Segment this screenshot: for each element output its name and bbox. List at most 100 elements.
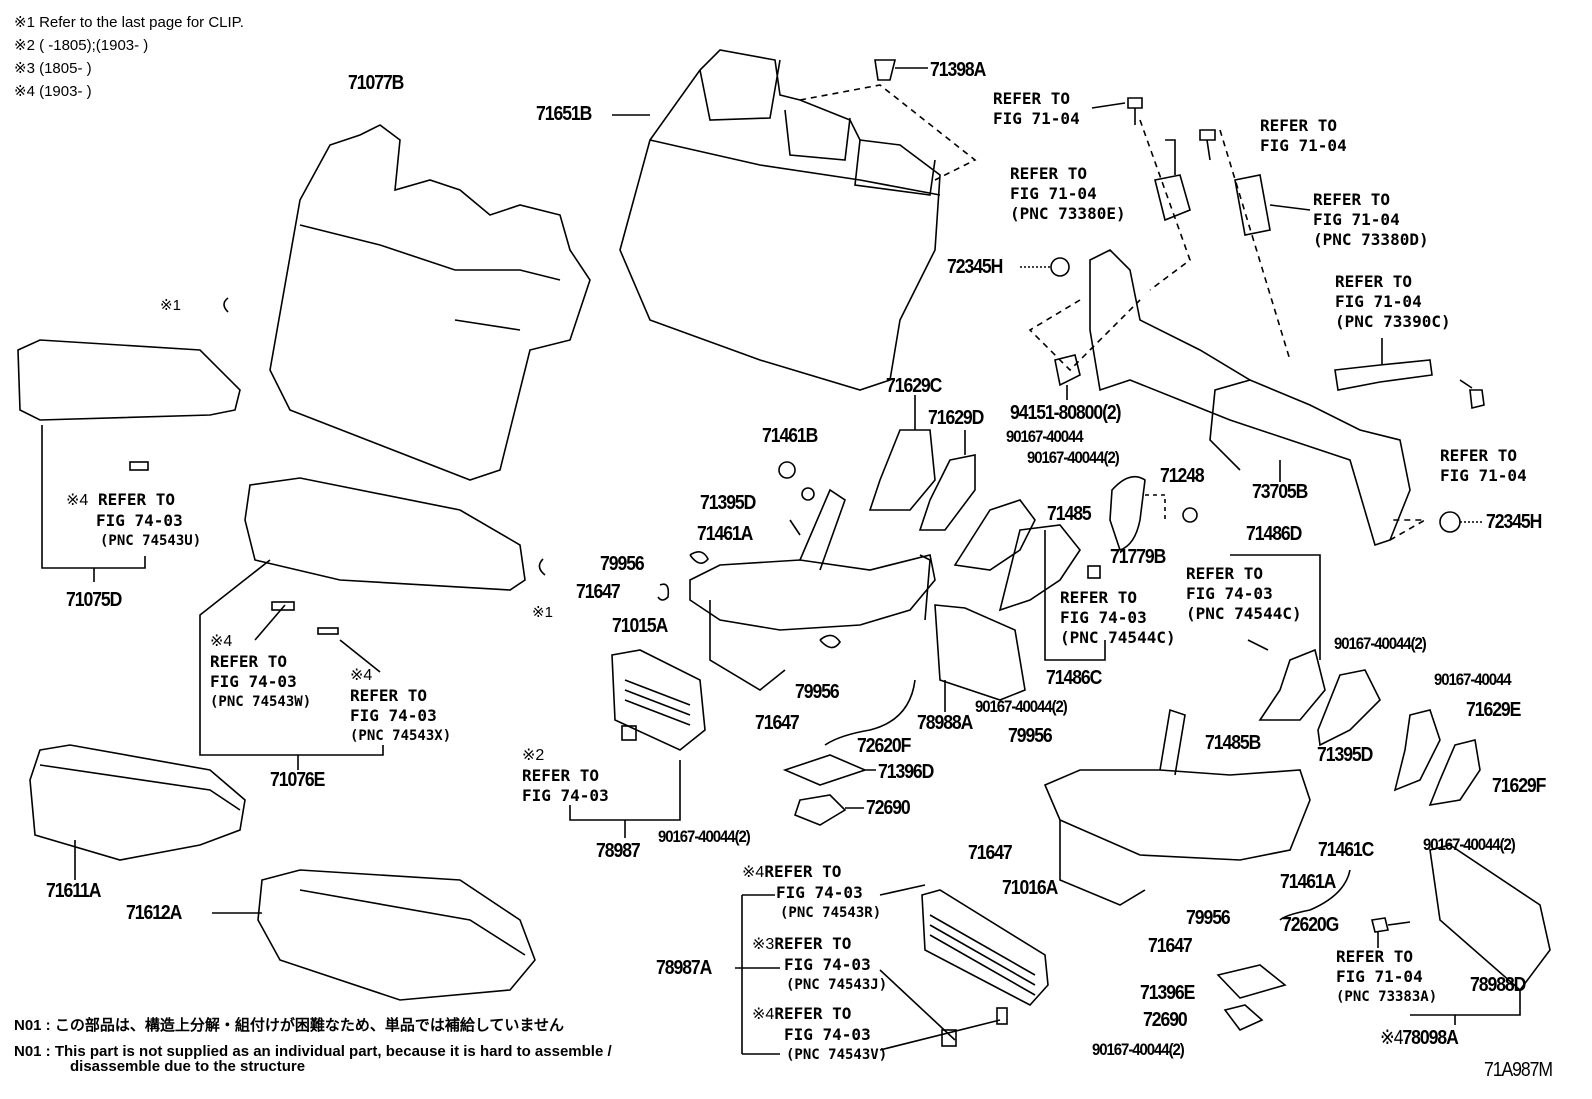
part-label[interactable]: 71461C bbox=[1318, 839, 1374, 861]
frame-73705B bbox=[1028, 119, 1429, 547]
part-label[interactable]: 71461A bbox=[697, 523, 753, 545]
clip-icon bbox=[223, 297, 229, 313]
clip-mark: ※1 bbox=[532, 604, 553, 621]
part-label[interactable]: 71647 bbox=[755, 712, 800, 734]
part-label[interactable]: 71016A bbox=[1002, 877, 1058, 899]
part-label[interactable]: 72620F bbox=[857, 735, 911, 757]
part-label[interactable]: 71395D bbox=[700, 492, 756, 514]
part-label[interactable]: 72345H bbox=[947, 256, 1003, 278]
part-label[interactable]: 71647 bbox=[968, 842, 1013, 864]
part-label[interactable]: 71629E bbox=[1466, 699, 1521, 721]
cable-72620F bbox=[824, 679, 916, 746]
part-label[interactable]: 90167-40044(2) bbox=[658, 827, 751, 846]
part-label[interactable]: 78987A bbox=[656, 957, 712, 979]
part-label[interactable]: 71461B bbox=[762, 425, 818, 447]
part-label[interactable]: 72620G bbox=[1282, 914, 1339, 936]
part-label[interactable]: 79956 bbox=[795, 681, 840, 703]
part-label[interactable]: 78987 bbox=[596, 840, 641, 862]
part-label[interactable]: 90167-40044(2) bbox=[1334, 634, 1427, 653]
part-label[interactable]: 71396D bbox=[878, 761, 934, 783]
part-label[interactable]: 71651B bbox=[536, 103, 592, 125]
part-label[interactable]: 90167-40044(2) bbox=[975, 697, 1068, 716]
cover-78988D bbox=[1429, 844, 1551, 1005]
part-label[interactable]: 71076E bbox=[270, 769, 325, 791]
footnote-en-1: N01 : This part is not supplied as an in… bbox=[14, 1043, 612, 1060]
hinge-71629E bbox=[1393, 709, 1441, 792]
footnote-jp: N01 : この部品は、構造上分解・組付けが困難なため、単品では補給していません bbox=[14, 1017, 564, 1034]
part-label[interactable]: 71398A bbox=[930, 59, 986, 81]
mat-71396E bbox=[1216, 964, 1287, 999]
part-label[interactable]: 78988D bbox=[1470, 974, 1526, 996]
part-label[interactable]: 90167-40044 bbox=[1006, 427, 1084, 446]
part-label[interactable]: 71461A bbox=[1280, 871, 1336, 893]
part-label[interactable]: 71395D bbox=[1317, 744, 1373, 766]
part-label[interactable]: 90167-40044(2) bbox=[1423, 835, 1516, 854]
part-label[interactable]: 78988A bbox=[917, 712, 973, 734]
part-label[interactable]: 79956 bbox=[1008, 725, 1053, 747]
bolt-71398A bbox=[874, 59, 928, 81]
part-label[interactable]: ※478098A bbox=[1380, 1027, 1459, 1049]
part-label[interactable]: 71077B bbox=[348, 72, 404, 94]
part-label[interactable]: 71779B bbox=[1110, 546, 1166, 568]
part-label[interactable]: 71485 bbox=[1047, 503, 1092, 525]
part-label[interactable]: 71611A bbox=[46, 880, 101, 902]
nut-72345H bbox=[1050, 257, 1070, 277]
part-label[interactable]: 71486C bbox=[1046, 667, 1102, 689]
bolt-upper-2 bbox=[1199, 129, 1216, 161]
cover-78988A bbox=[934, 604, 1026, 712]
part-label[interactable]: 71647 bbox=[576, 581, 621, 603]
part-label[interactable]: 71647 bbox=[1148, 935, 1193, 957]
part-label[interactable]: 79956 bbox=[600, 553, 645, 575]
part-label[interactable]: 71485B bbox=[1205, 732, 1261, 754]
part-label[interactable]: 71629F bbox=[1492, 775, 1546, 797]
part-label[interactable]: 71015A bbox=[612, 615, 668, 637]
part-label[interactable]: 72690 bbox=[866, 797, 911, 819]
cover-71779B bbox=[1109, 475, 1146, 552]
part-number: 78098A bbox=[1402, 1027, 1458, 1049]
bolt-upper-1 bbox=[1091, 97, 1143, 125]
part-label[interactable]: 71248 bbox=[1160, 465, 1205, 487]
cover-78987 bbox=[569, 649, 706, 838]
part-label[interactable]: 71612A bbox=[126, 902, 182, 924]
footnote-en-2: disassemble due to the structure bbox=[70, 1058, 306, 1075]
cover-78987A bbox=[735, 884, 1049, 1055]
part-label[interactable]: 71396E bbox=[1140, 982, 1195, 1004]
bracket-71486C bbox=[998, 524, 1106, 661]
part-label[interactable]: 71486D bbox=[1246, 523, 1302, 545]
part-label[interactable]: 73705B bbox=[1252, 481, 1308, 503]
clip-79956 bbox=[689, 551, 709, 564]
part-label[interactable]: 94151-80800(2) bbox=[1010, 402, 1122, 424]
pad-72690-2 bbox=[1223, 1004, 1264, 1031]
cushion-frame-71016A bbox=[1043, 708, 1311, 906]
part-label[interactable]: 72345H bbox=[1486, 511, 1542, 533]
part-label[interactable]: 72690 bbox=[1143, 1009, 1188, 1031]
mat-71396D bbox=[782, 754, 876, 786]
seat-back-71651B bbox=[612, 49, 977, 391]
part-label[interactable]: 71075D bbox=[66, 589, 122, 611]
part-label[interactable]: 71629D bbox=[928, 407, 984, 429]
part-label[interactable]: 90167-40044 bbox=[1434, 670, 1512, 689]
part-label[interactable]: 71629C bbox=[886, 375, 942, 397]
hinge-71629F bbox=[1428, 739, 1481, 807]
bolt-71461B bbox=[778, 461, 796, 479]
part-label[interactable]: 90167-40044(2) bbox=[1092, 1040, 1185, 1059]
part-label[interactable]: 79956 bbox=[1186, 907, 1231, 929]
part-label[interactable]: 90167-40044(2) bbox=[1027, 448, 1120, 467]
